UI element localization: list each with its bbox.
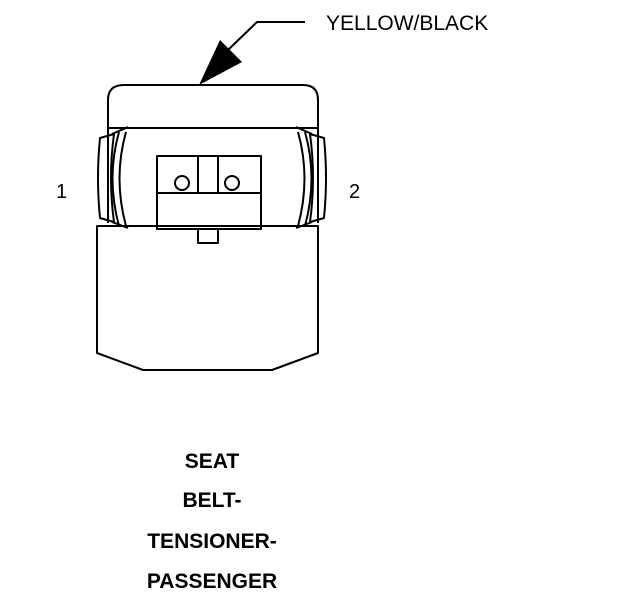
wire-color-callout: YELLOW/BLACK (199, 12, 488, 85)
right-locking-latch (295, 126, 327, 229)
terminal-pin-2 (224, 175, 240, 191)
callout-arrowhead (199, 40, 242, 85)
connector-lower-housing (96, 225, 319, 371)
cavity-key-tab (197, 229, 219, 244)
component-title: SEAT BELT- TENSIONER- PASSENGER (147, 450, 277, 593)
left-locking-latch (97, 126, 129, 229)
terminal-cavity-block (156, 155, 262, 244)
title-line-3: TENSIONER- (147, 530, 277, 553)
title-line-1: SEAT (185, 450, 240, 473)
wire-color-label: YELLOW/BLACK (326, 12, 488, 35)
connector-body (96, 84, 327, 371)
pin-label-1: 1 (56, 181, 67, 203)
title-line-2: BELT- (182, 489, 241, 512)
callout-leader-line (227, 21, 305, 51)
terminal-pin-1 (174, 175, 190, 191)
connector-top-cap (107, 84, 319, 129)
pin-label-2: 2 (349, 181, 360, 203)
title-line-4: PASSENGER (147, 570, 277, 593)
